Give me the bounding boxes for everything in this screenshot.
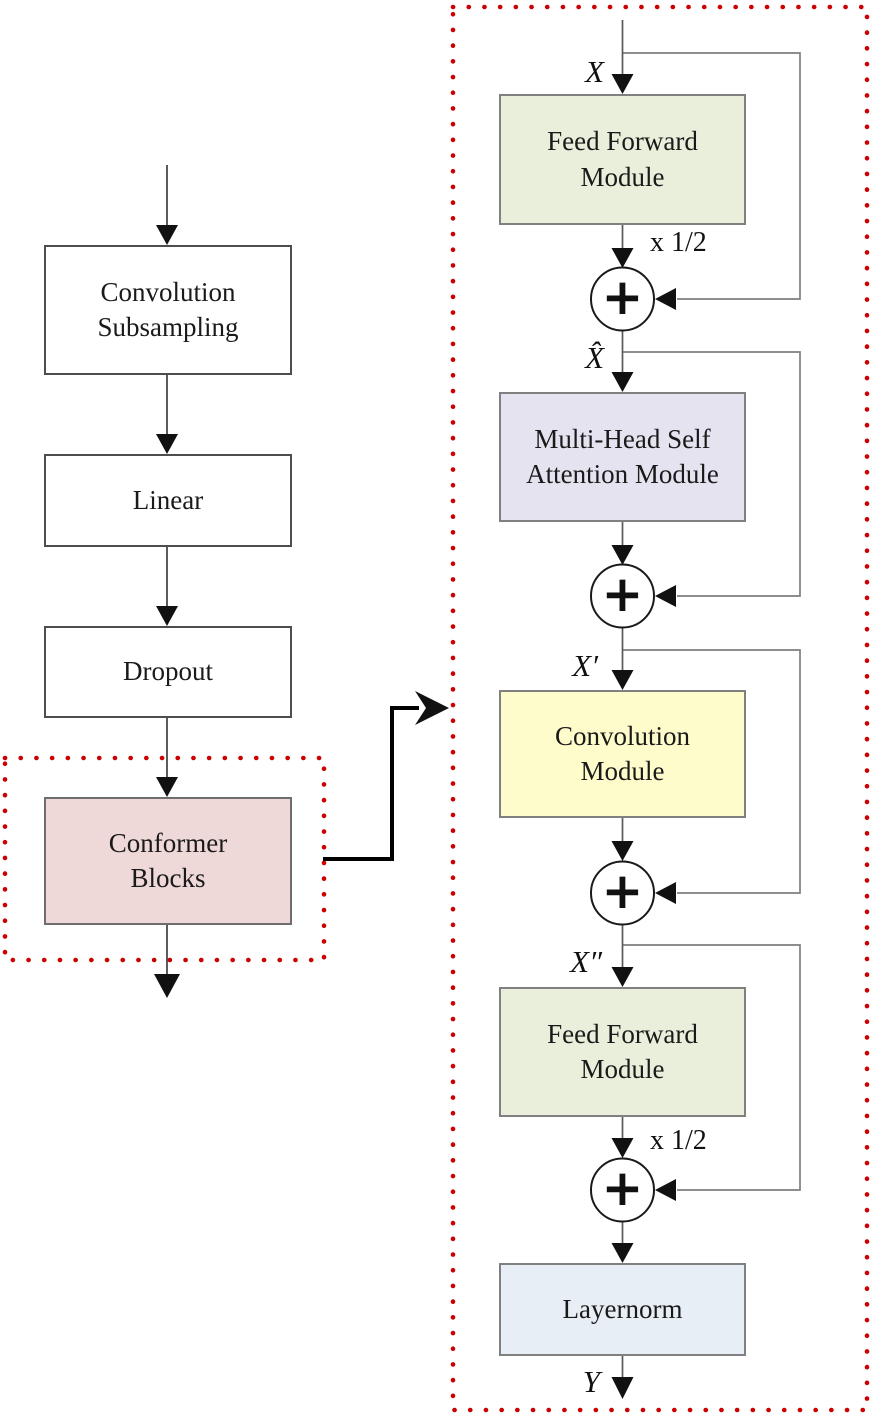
signal-label-x-prime: X′ [572,648,598,683]
left-flow-lines [154,165,180,998]
residual-skip-lines [622,52,801,1201]
signal-label-y: Y [582,1364,600,1399]
adder-circle-3 [590,860,655,926]
module-multi-head-self-attention: Multi-Head Self Attention Module [499,392,746,522]
box-dropout: Dropout [44,626,292,718]
box-linear: Linear [44,454,292,547]
box-convolution-subsampling: Convolution Subsampling [44,245,292,375]
module-feed-forward-1: Feed Forward Module [499,94,746,225]
signal-label-x-double-prime: X″ [570,944,602,979]
module-convolution: Convolution Module [499,690,746,818]
expansion-connector-arrow [323,691,449,861]
module-layernorm: Layernorm [499,1263,746,1356]
adder-circle-1 [590,266,655,332]
conformer-blocks-highlight-border [2,755,327,963]
conformer-block-dotted-border [450,4,870,1413]
adder-plus-symbol-2: + [601,565,644,623]
adder-plus-symbol-4: + [601,1159,644,1217]
adder-plus-symbol-1: + [601,268,644,326]
adder-circles [590,266,655,1223]
right-flow-lines [611,20,634,1399]
module-feed-forward-2: Feed Forward Module [499,987,746,1117]
signal-label-x: X [585,54,604,89]
box-conformer-blocks: Conformer Blocks [44,797,292,925]
half-residual-label-1: x 1/2 [650,227,707,258]
adder-circle-2 [590,563,655,629]
signal-label-x-hat: X̂ [585,340,604,375]
half-residual-label-2: x 1/2 [650,1125,707,1156]
adder-plus-symbol-3: + [601,862,644,920]
adder-circle-4 [590,1157,655,1223]
